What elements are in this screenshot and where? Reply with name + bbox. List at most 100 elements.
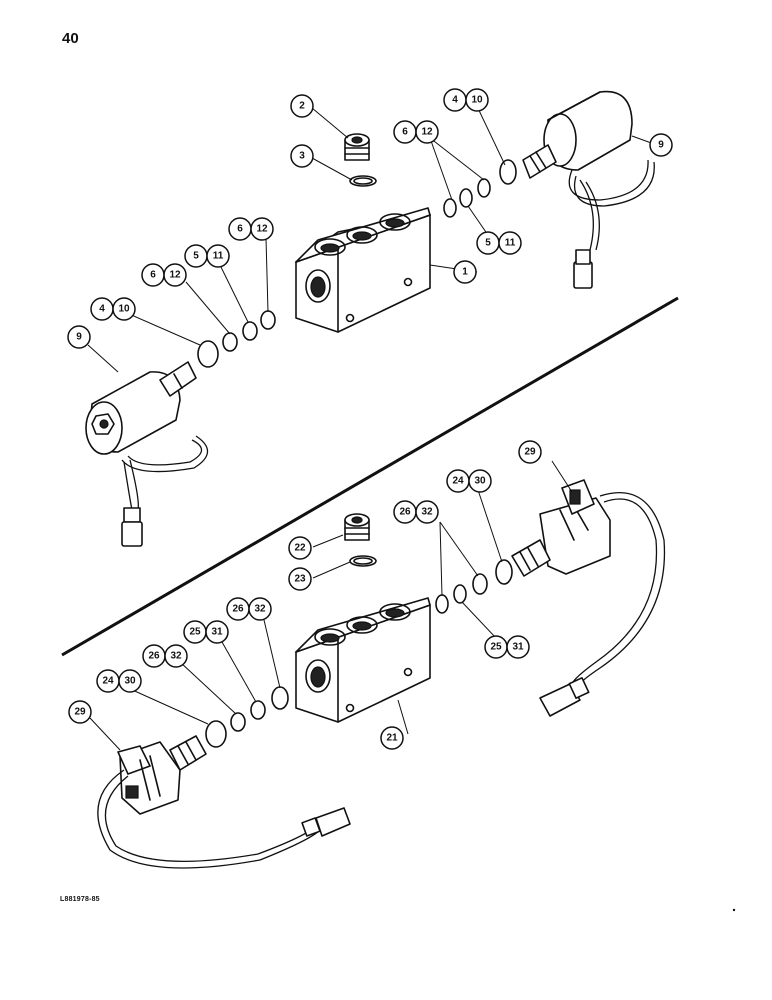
svg-text:4: 4 [452, 95, 458, 106]
callout-4-upper-left: 4 [90, 297, 114, 321]
oring-lower-inner [353, 557, 373, 565]
callout-29-lower-left: 29 [68, 700, 92, 724]
solenoid-lower-left [97, 735, 351, 869]
svg-text:24: 24 [452, 476, 464, 487]
callout-32-lower-right: 32 [415, 500, 439, 524]
callout-6-upper-right: 6 [393, 120, 417, 144]
svg-text:3: 3 [299, 151, 305, 162]
oring-upper-inner [353, 177, 373, 185]
callout-2: 2 [290, 94, 314, 118]
callout-24-lower-right: 24 [446, 469, 470, 493]
callout-30-lower-left: 30 [118, 669, 142, 693]
callout-30-lower-right: 30 [468, 469, 492, 493]
solenoid-lower-right [511, 479, 666, 717]
callout-12-upper-left-2: 12 [163, 263, 187, 287]
ring-upper-left-4 [260, 310, 276, 330]
callout-1: 1 [453, 260, 477, 284]
ring-lower-left-1 [205, 720, 227, 748]
svg-text:25: 25 [490, 642, 502, 653]
callout-31-lower-right: 31 [506, 635, 530, 659]
svg-text:32: 32 [421, 507, 433, 518]
svg-text:26: 26 [399, 507, 411, 518]
callout-32-lower-left-2: 32 [164, 644, 188, 668]
solenoid-upper-right [522, 90, 655, 289]
callout-29-lower-right: 29 [518, 440, 542, 464]
callout-11-upper-left: 11 [206, 244, 230, 268]
svg-text:6: 6 [150, 270, 156, 281]
svg-text:12: 12 [421, 127, 433, 138]
ring-upper-right-3 [477, 178, 491, 198]
svg-text:2: 2 [299, 101, 305, 112]
ring-lower-right-3 [472, 573, 488, 595]
svg-text:29: 29 [74, 707, 86, 718]
svg-text:21: 21 [386, 733, 398, 744]
callout-9-upper-right: 9 [649, 133, 673, 157]
svg-text:25: 25 [189, 627, 201, 638]
callout-10-upper-right: 10 [465, 88, 489, 112]
callout-23: 23 [288, 567, 312, 591]
ring-upper-left-2 [222, 332, 238, 352]
svg-text:9: 9 [658, 140, 664, 151]
svg-text:9: 9 [76, 332, 82, 343]
divider-line [61, 296, 679, 657]
svg-text:10: 10 [118, 304, 130, 315]
svg-text:6: 6 [402, 127, 408, 138]
callout-25-lower-left: 25 [183, 620, 207, 644]
callout-21: 21 [380, 726, 404, 750]
callout-24-lower-left: 24 [96, 669, 120, 693]
ring-upper-right-4 [499, 159, 517, 185]
svg-text:26: 26 [148, 651, 160, 662]
svg-text:12: 12 [256, 224, 268, 235]
ring-lower-right-1 [435, 594, 449, 614]
callout-22: 22 [288, 536, 312, 560]
solenoid-upper-left [85, 361, 209, 547]
ring-upper-left-3 [242, 321, 258, 341]
plug-upper [344, 133, 370, 161]
callout-12-upper-left: 12 [250, 217, 274, 241]
svg-text:31: 31 [211, 627, 223, 638]
callout-25-lower-right: 25 [484, 635, 508, 659]
figure-code: L881978-85 [60, 896, 100, 903]
ring-upper-right-2 [459, 188, 473, 208]
svg-text:12: 12 [169, 270, 181, 281]
ring-lower-left-2 [230, 712, 246, 732]
plug-lower [344, 513, 370, 541]
ring-lower-left-4 [271, 686, 289, 710]
callout-26-lower-left: 26 [226, 597, 250, 621]
svg-text:26: 26 [232, 604, 244, 615]
callout-5-upper-left: 5 [184, 244, 208, 268]
callout-31-lower-left: 31 [205, 620, 229, 644]
svg-text:1: 1 [462, 267, 468, 278]
ring-lower-left-3 [250, 700, 266, 720]
svg-text:5: 5 [193, 251, 199, 262]
callout-26-lower-right: 26 [393, 500, 417, 524]
svg-text:32: 32 [254, 604, 266, 615]
callout-26-lower-left-2: 26 [142, 644, 166, 668]
svg-text:31: 31 [512, 642, 524, 653]
callout-12-upper-right: 12 [415, 120, 439, 144]
callout-6-upper-left-2: 6 [141, 263, 165, 287]
callout-11-upper-right: 11 [498, 231, 522, 255]
ring-upper-left-1 [197, 340, 219, 368]
svg-text:11: 11 [505, 238, 516, 249]
oring-lower [349, 555, 377, 567]
callout-6-upper-left: 6 [228, 217, 252, 241]
svg-text:5: 5 [485, 238, 491, 249]
svg-text:10: 10 [471, 95, 483, 106]
svg-text:29: 29 [524, 447, 536, 458]
ring-lower-right-4 [495, 559, 513, 585]
oring-upper [349, 175, 377, 187]
callout-4-upper-right: 4 [443, 88, 467, 112]
svg-text:30: 30 [474, 476, 486, 487]
valve-block-upper [295, 207, 431, 333]
callout-32-lower-left: 32 [248, 597, 272, 621]
ring-lower-right-2 [453, 584, 467, 604]
speck [732, 908, 736, 912]
valve-block-lower [295, 597, 431, 723]
callout-5-upper-right: 5 [476, 231, 500, 255]
ring-upper-right-1 [443, 198, 457, 218]
callout-3: 3 [290, 144, 314, 168]
page-number: 40 [62, 30, 79, 47]
svg-text:24: 24 [102, 676, 114, 687]
